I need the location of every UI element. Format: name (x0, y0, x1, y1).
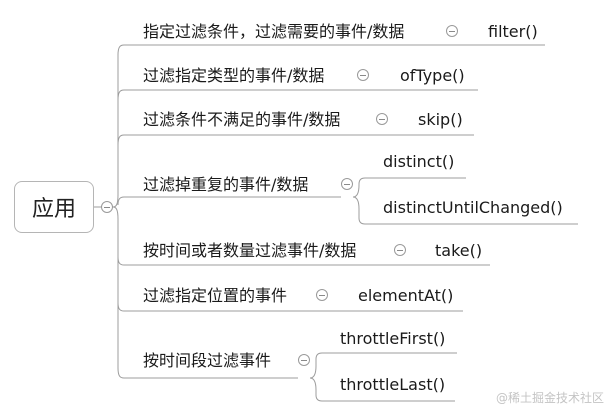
branch-label-distinct: 过滤掉重复的事件/数据 (143, 175, 309, 194)
leaf-oftype: ofType() (400, 66, 465, 85)
leaf-filter: filter() (488, 22, 538, 41)
branch-collapse-icon[interactable] (376, 113, 388, 125)
leaf-take: take() (435, 241, 483, 260)
branch-label-filter: 指定过滤条件，过滤需要的事件/数据 (143, 22, 405, 41)
root-node[interactable]: 应用 (14, 181, 94, 233)
branch-collapse-icon[interactable] (357, 69, 369, 81)
branch-collapse-icon[interactable] (316, 289, 328, 301)
branch-collapse-icon[interactable] (446, 25, 458, 37)
branch-collapse-icon[interactable] (298, 354, 310, 366)
leaf-elementat: elementAt() (358, 286, 454, 305)
root-collapse-icon[interactable] (101, 201, 113, 213)
branch-collapse-icon[interactable] (341, 178, 353, 190)
leaf-distinct: distinct() (383, 152, 455, 171)
branch-collapse-icon[interactable] (394, 244, 406, 256)
leaf-throttle-first: throttleFirst() (340, 329, 446, 348)
branch-label-elementat: 过滤指定位置的事件 (143, 286, 288, 305)
branch-label-oftype: 过滤指定类型的事件/数据 (143, 66, 325, 85)
leaf-skip: skip() (418, 110, 463, 129)
leaf-throttle-last: throttleLast() (340, 375, 446, 394)
branch-label-skip: 过滤条件不满足的事件/数据 (143, 110, 341, 129)
root-label: 应用 (31, 197, 76, 222)
branch-label-take: 按时间或者数量过滤事件/数据 (143, 241, 357, 260)
leaf-distinct-until-changed: distinctUntilChanged() (383, 198, 563, 217)
branch-label-throttle: 按时间段过滤事件 (143, 351, 272, 370)
watermark: @稀土掘金技术社区 (495, 391, 604, 405)
